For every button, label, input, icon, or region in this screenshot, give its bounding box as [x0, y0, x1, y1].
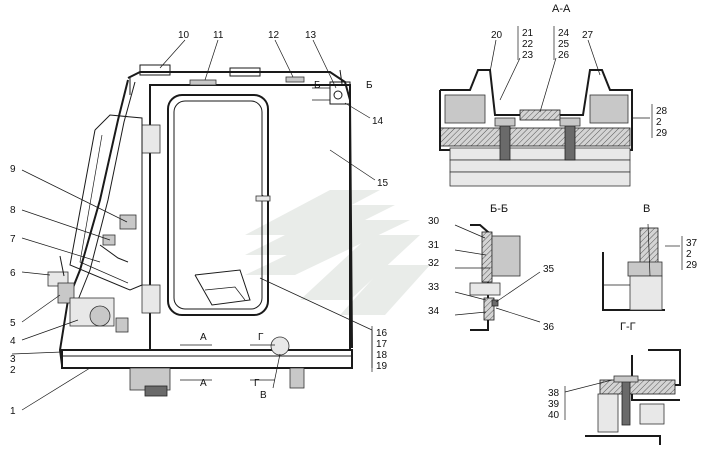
- callout-30: 30: [428, 216, 440, 227]
- callout-34: 34: [428, 306, 440, 317]
- callout-27: 27: [582, 30, 594, 41]
- callout-35: 35: [543, 264, 555, 275]
- section-aa-title: А-А: [552, 3, 571, 15]
- callout-32: 32: [428, 258, 440, 269]
- callout-3: 3: [10, 354, 16, 365]
- callout-2: 2: [10, 365, 16, 376]
- callout-6: 6: [10, 268, 16, 279]
- section-bb-title: Б-Б: [490, 203, 508, 215]
- callout-1: 1: [10, 406, 16, 417]
- callout-25: 25: [558, 39, 570, 50]
- callout-12: 12: [268, 30, 280, 41]
- callout-v-2: 2: [686, 249, 692, 260]
- callout-18: 18: [376, 350, 388, 361]
- callout-38: 38: [548, 388, 560, 399]
- callout-39: 39: [548, 399, 560, 410]
- callout-aa-2: 2: [656, 117, 662, 128]
- callout-8: 8: [10, 205, 16, 216]
- section-bb: [454, 224, 541, 331]
- section-gg-title: Г-Г: [620, 321, 636, 333]
- marker-b-right: Б: [366, 80, 373, 91]
- callout-5: 5: [10, 318, 16, 329]
- view-v-title: В: [643, 203, 650, 215]
- callout-31: 31: [428, 240, 440, 251]
- section-gg: [564, 349, 681, 445]
- watermark-logo: [245, 190, 430, 315]
- section-aa: [439, 39, 650, 187]
- callout-24: 24: [558, 28, 570, 39]
- callout-36: 36: [543, 322, 555, 333]
- callout-33: 33: [428, 282, 440, 293]
- callout-10: 10: [178, 30, 190, 41]
- callout-11: 11: [213, 30, 224, 41]
- cab-main-view: [47, 64, 353, 397]
- marker-g-bottom: Г: [254, 378, 260, 389]
- callout-13: 13: [305, 30, 317, 41]
- callout-20: 20: [491, 30, 503, 41]
- callout-40: 40: [548, 410, 560, 421]
- callout-26: 26: [558, 50, 570, 61]
- callout-21: 21: [522, 28, 534, 39]
- callout-17: 17: [376, 339, 388, 350]
- callout-16: 16: [376, 328, 388, 339]
- marker-v: В: [260, 390, 267, 401]
- callout-9: 9: [10, 164, 16, 175]
- callout-19: 19: [376, 361, 388, 372]
- marker-b-left: Б: [314, 80, 321, 91]
- callout-4: 4: [10, 336, 16, 347]
- main-view-leaders: [11, 39, 376, 411]
- callout-28: 28: [656, 106, 668, 117]
- callout-aa-29: 29: [656, 128, 668, 139]
- callout-14: 14: [372, 116, 384, 127]
- callout-37: 37: [686, 238, 698, 249]
- callout-7: 7: [10, 234, 16, 245]
- marker-g-top: Г: [258, 332, 264, 343]
- callout-23: 23: [522, 50, 534, 61]
- callout-22: 22: [522, 39, 534, 50]
- callout-15: 15: [377, 178, 389, 189]
- view-v: [602, 223, 680, 311]
- marker-a-top: А: [200, 332, 207, 343]
- marker-a-bottom: А: [200, 378, 207, 389]
- callout-v-29: 29: [686, 260, 698, 271]
